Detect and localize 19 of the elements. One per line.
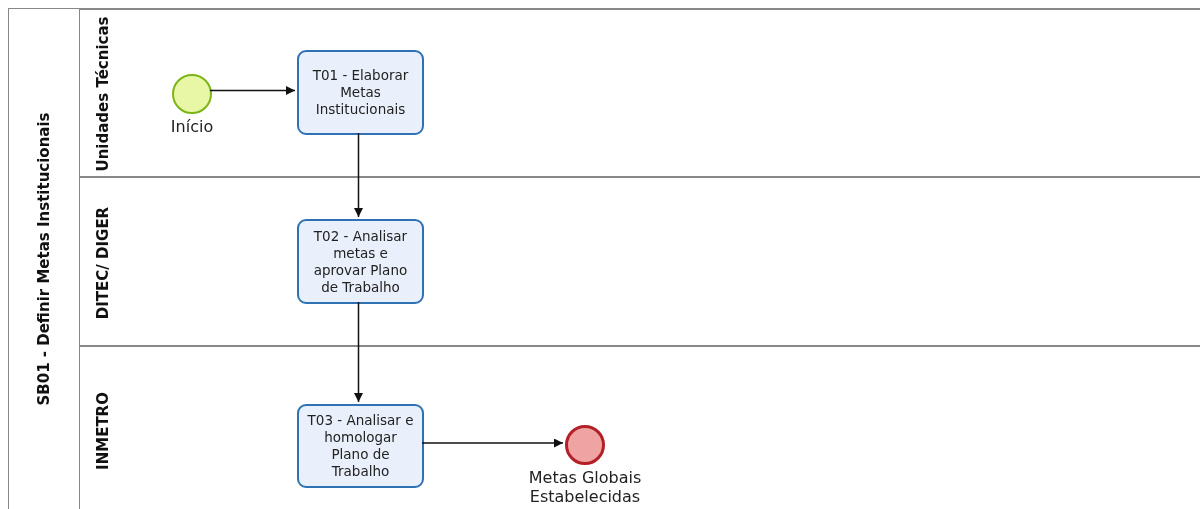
pool-label: SB01 - Definir Metas Institucionais [35, 112, 53, 406]
lane-label: Unidades Técnicas [94, 16, 112, 172]
start-event [172, 74, 212, 114]
lane-label: DITEC/ DIGER [94, 206, 112, 319]
swimlane [79, 177, 1200, 346]
task-box: T02 - Analisar metas e aprovar Plano de Trabalho [297, 219, 424, 304]
arrow [421, 438, 564, 448]
swimlane [79, 346, 1200, 509]
arrow [354, 301, 363, 403]
task-box: T01 - Elaborar Metas Institucionais [297, 50, 424, 135]
end-event [565, 425, 605, 465]
event-label: Metas Globais Estabelecidas [527, 468, 643, 506]
lane-label: INMETRO [94, 391, 112, 470]
task-box: T03 - Analisar e homologar Plano de Trabalho [297, 404, 424, 488]
arrow [209, 86, 296, 95]
event-label: Início [170, 117, 214, 136]
pool [8, 8, 1200, 509]
swimlane [79, 9, 1200, 177]
arrow [354, 132, 363, 218]
